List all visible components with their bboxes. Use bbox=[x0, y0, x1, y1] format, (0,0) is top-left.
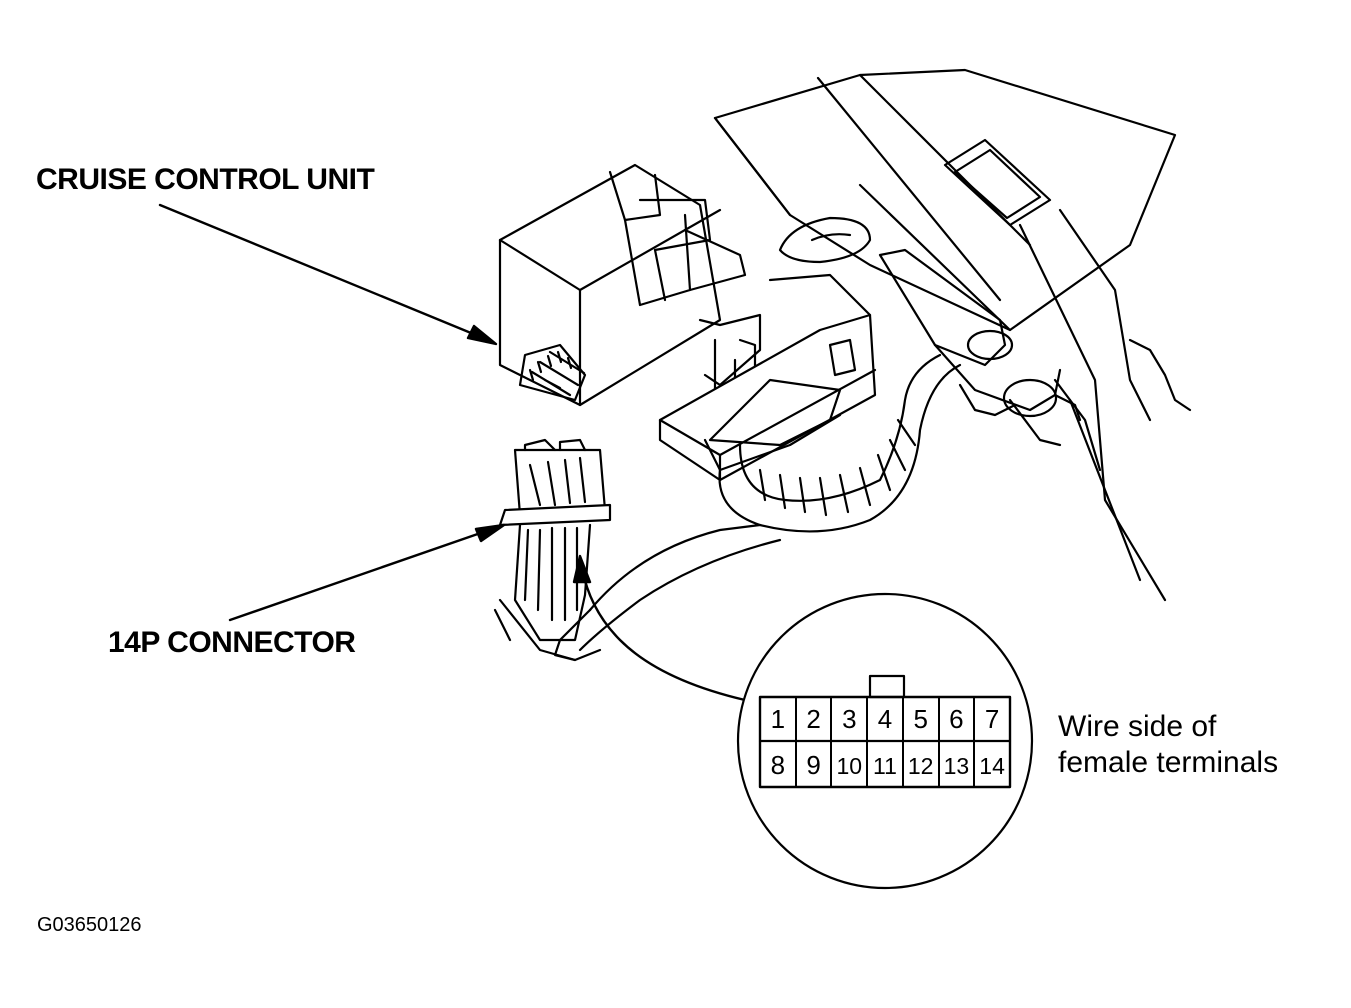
cruise-control-unit bbox=[498, 163, 762, 407]
terminal-1-label: 1 bbox=[771, 704, 785, 734]
wire-side-note-line2: female terminals bbox=[1058, 746, 1279, 779]
wire-harness bbox=[493, 353, 962, 662]
terminal-3-label: 3 bbox=[842, 704, 856, 734]
steering-column bbox=[713, 68, 1192, 602]
connector-14p-plug bbox=[498, 438, 612, 642]
terminal-2-label: 2 bbox=[806, 704, 820, 734]
terminal-14-label: 14 bbox=[979, 753, 1005, 779]
terminal-5-label: 5 bbox=[913, 704, 927, 734]
wire-side-note: Wire side of female terminals bbox=[1058, 709, 1278, 781]
terminal-6-label: 6 bbox=[949, 704, 963, 734]
figure-id: G03650126 bbox=[37, 914, 142, 936]
terminal-11-label: 11 bbox=[873, 753, 897, 779]
terminal-9-label: 9 bbox=[806, 750, 820, 780]
terminal-10-label: 10 bbox=[837, 753, 863, 779]
wire-side-note-line1: Wire side of bbox=[1058, 710, 1217, 743]
terminal-12-label: 12 bbox=[908, 753, 934, 779]
terminal-7-label: 7 bbox=[985, 704, 999, 734]
cruise-control-unit-label: CRUISE CONTROL UNIT bbox=[36, 163, 375, 196]
leader-arrows bbox=[158, 203, 747, 702]
terminal-grid-lines bbox=[795, 696, 975, 788]
terminal-13-label: 13 bbox=[944, 753, 970, 779]
key-cylinder bbox=[778, 216, 1082, 447]
terminal-4-label: 4 bbox=[878, 704, 892, 734]
terminal-8-label: 8 bbox=[771, 750, 785, 780]
connector-14p-label: 14P CONNECTOR bbox=[108, 626, 356, 659]
